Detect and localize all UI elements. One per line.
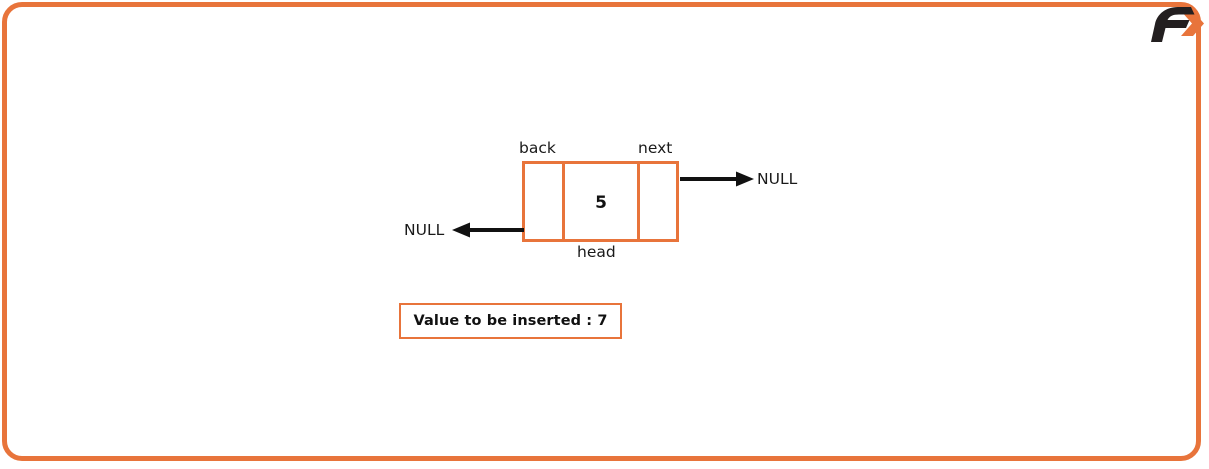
list-node: 5 xyxy=(522,161,679,242)
next-pointer-arrow xyxy=(680,171,754,187)
null-label-next: NULL xyxy=(757,170,798,188)
node-data-value: 5 xyxy=(595,193,607,213)
value-to-insert-box: Value to be inserted : 7 xyxy=(399,303,622,339)
node-cell-next xyxy=(640,164,676,239)
brand-f-logo xyxy=(1148,0,1209,48)
value-to-insert-text: Value to be inserted : 7 xyxy=(413,313,608,329)
null-label-back: NULL xyxy=(404,221,445,239)
node-cell-back xyxy=(525,164,562,239)
label-next: next xyxy=(638,139,673,157)
label-back: back xyxy=(519,139,556,157)
brand-f-logo-icon xyxy=(1151,7,1204,42)
node-cell-data: 5 xyxy=(562,164,640,239)
back-pointer-arrow xyxy=(452,222,524,238)
label-head: head xyxy=(577,243,616,261)
